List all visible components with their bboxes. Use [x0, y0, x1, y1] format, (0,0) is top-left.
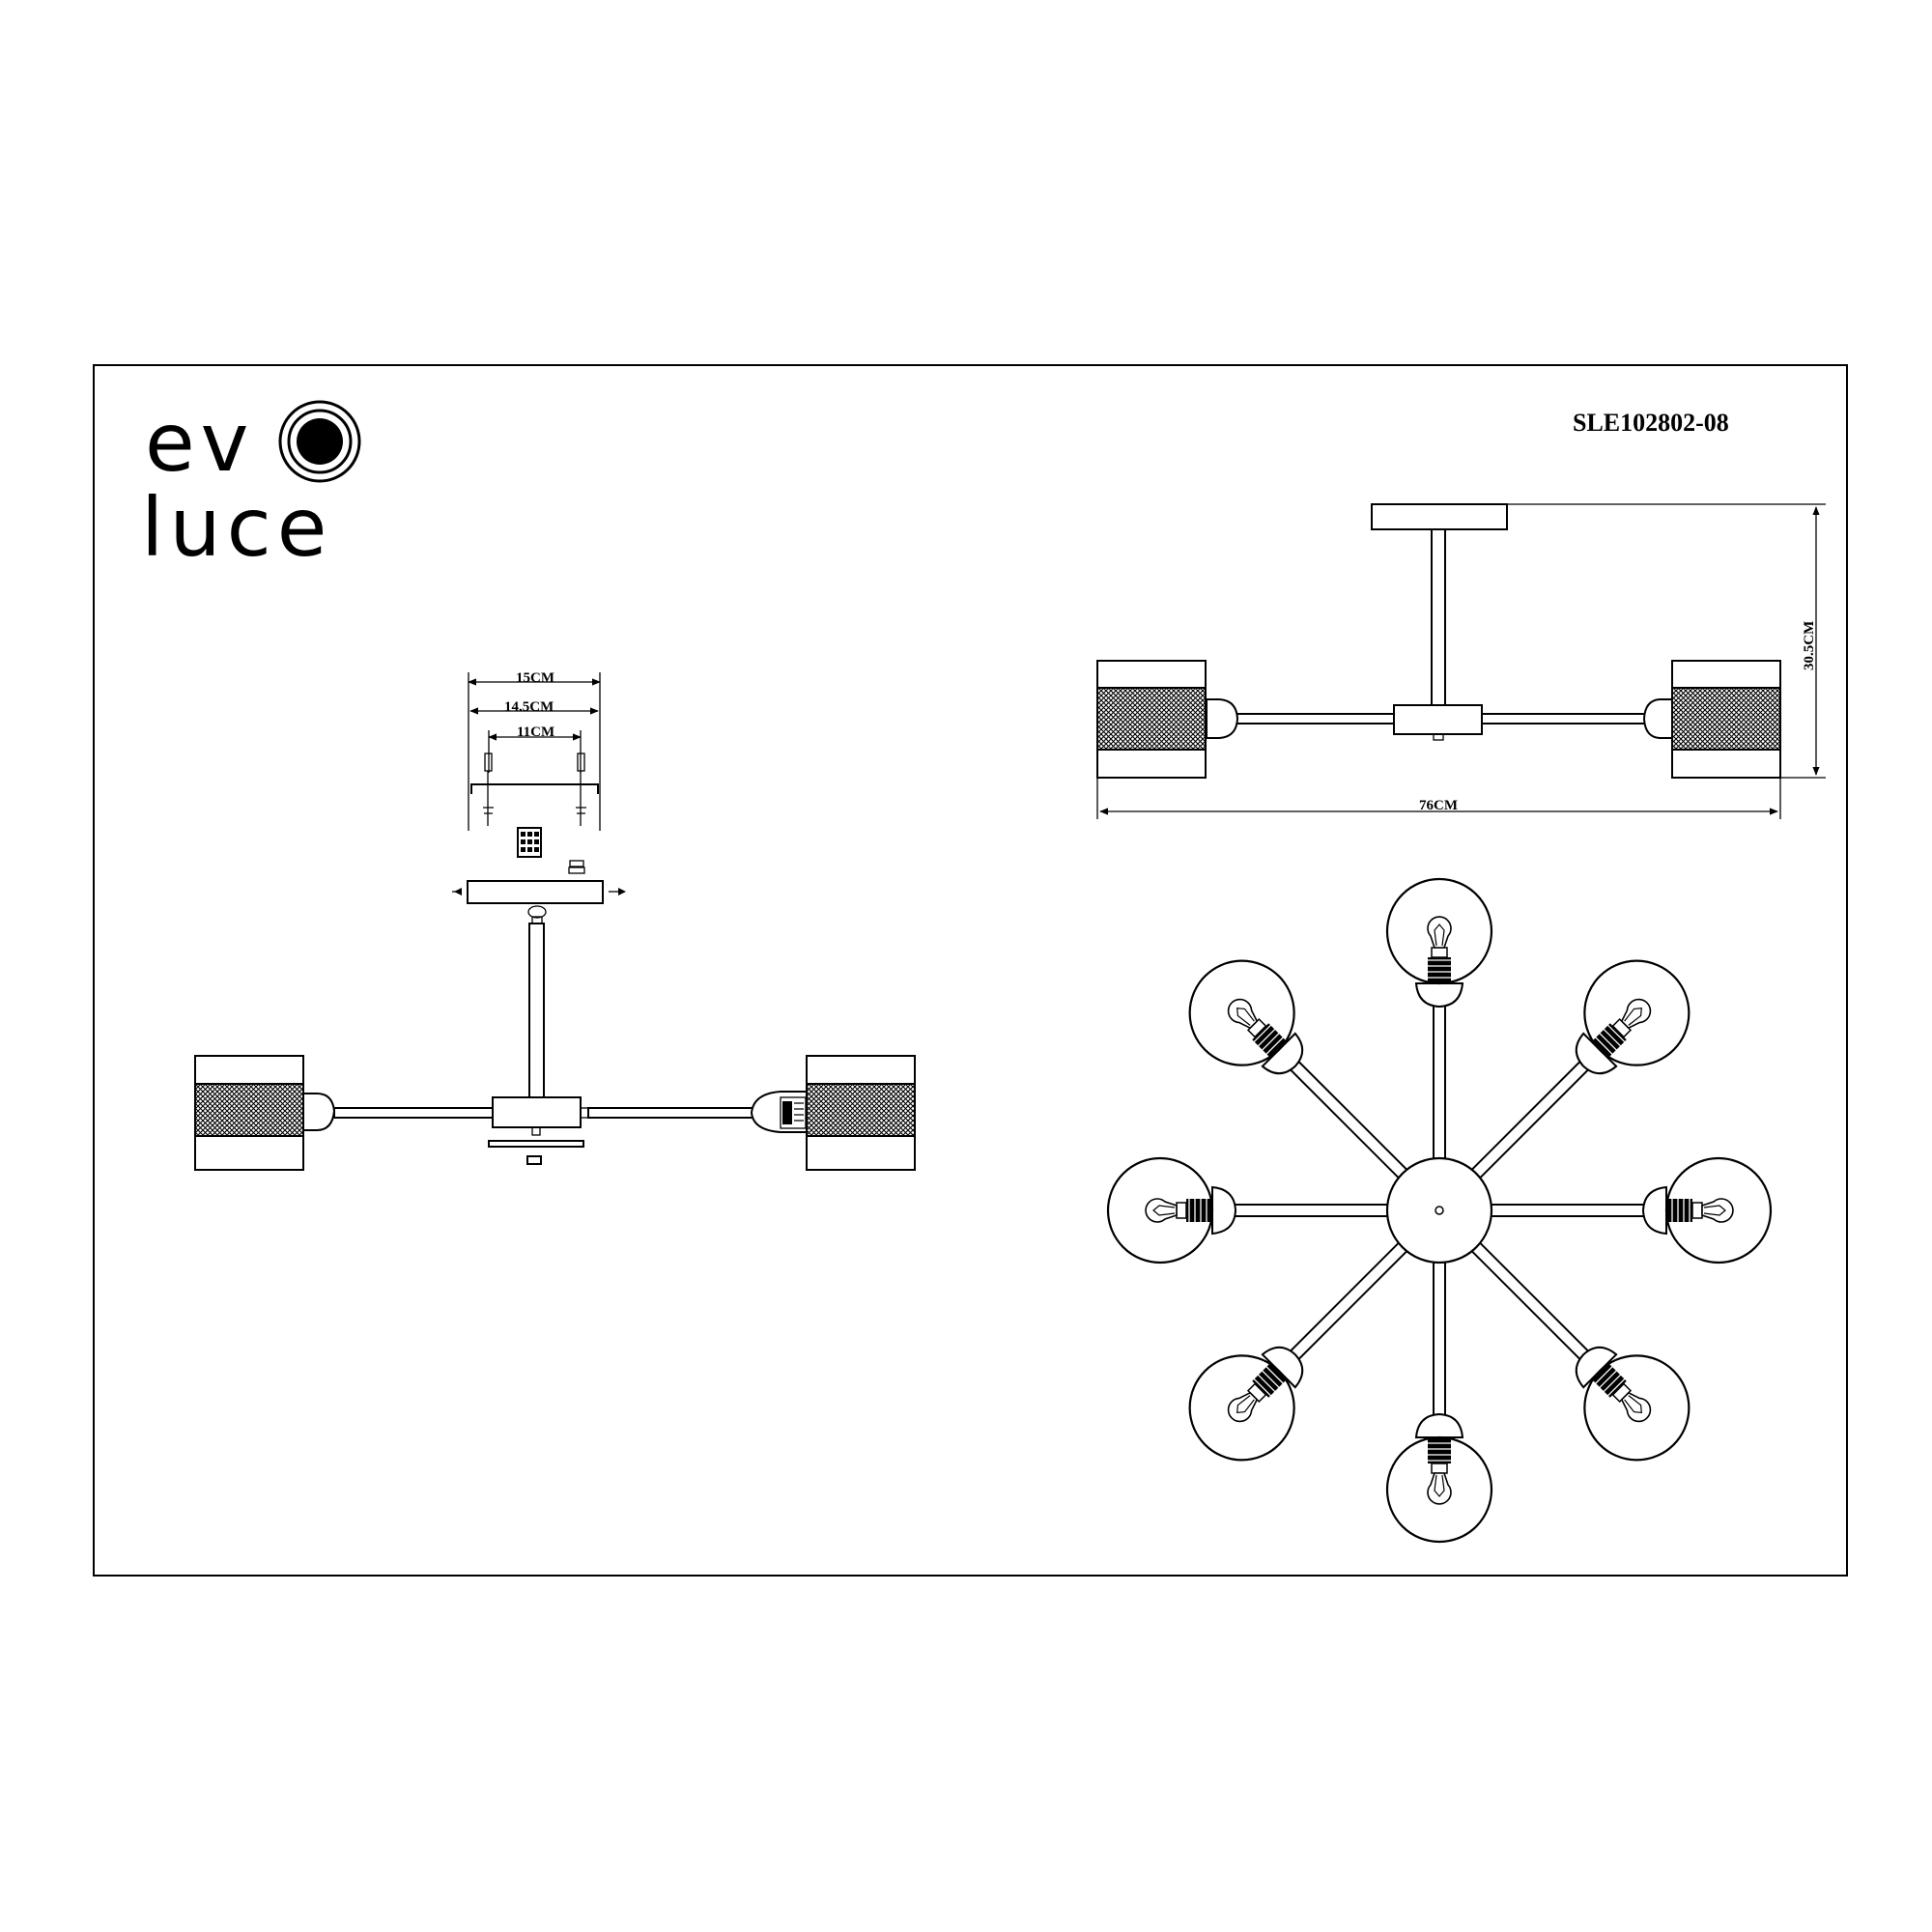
center-hub	[492, 1096, 582, 1128]
side-canopy	[1371, 503, 1508, 530]
plan-bulb-icon-7	[1145, 1198, 1178, 1223]
plan-bulb-icon-8	[1227, 998, 1259, 1030]
canopy	[467, 880, 604, 904]
plan-bulb-icon-1	[1427, 916, 1452, 949]
plan-socket-1	[1427, 947, 1452, 982]
plan-arm-1	[1385, 877, 1493, 1163]
right-shade	[806, 1055, 916, 1171]
plan-arm-3	[1487, 1156, 1773, 1264]
mounting-bracket	[470, 783, 599, 794]
brand-logo: ev luce	[141, 395, 361, 575]
side-rod	[1431, 528, 1446, 706]
screw-left	[483, 753, 494, 826]
plan-bulb-icon-6	[1227, 1391, 1259, 1423]
side-left-arm	[1236, 713, 1395, 724]
plan-bulb-icon-5	[1427, 1472, 1452, 1505]
down-rod	[528, 923, 545, 1098]
plan-arm-8	[1188, 959, 1411, 1182]
left-lamp-holder	[302, 1093, 336, 1131]
plan-arm-4	[1467, 1238, 1690, 1462]
brand-line-1: ev	[145, 395, 254, 490]
target-logo-icon	[278, 400, 361, 483]
left-arm	[333, 1107, 494, 1119]
assembled-side-view: 30.5CM 76CM	[1096, 503, 1826, 819]
plan-socket-8	[1246, 1017, 1287, 1058]
side-right-holder	[1642, 698, 1673, 739]
plan-bulb-icon-3	[1701, 1198, 1734, 1223]
dim-total-height: 30.5CM	[1802, 621, 1817, 670]
left-shade	[194, 1055, 304, 1171]
side-left-holder	[1206, 698, 1239, 739]
model-code: SLE102802-08	[1573, 409, 1729, 437]
plan-socket-4	[1592, 1363, 1633, 1404]
right-arm	[587, 1107, 753, 1119]
right-lamp-holder	[750, 1091, 808, 1133]
side-right-arm	[1481, 713, 1647, 724]
plan-arm-2	[1467, 959, 1690, 1182]
plan-arm-7	[1106, 1156, 1392, 1264]
dim-mount-outer: 15CM	[516, 670, 554, 686]
sheet-frame	[93, 364, 1848, 1577]
plan-socket-6	[1246, 1363, 1287, 1404]
plan-arm-6	[1188, 1238, 1411, 1462]
plan-socket-3	[1667, 1198, 1703, 1223]
brand-line-2: luce	[141, 480, 332, 575]
plan-bulb-icon-4	[1620, 1391, 1652, 1423]
dim-total-width: 76CM	[1419, 798, 1458, 813]
dim-mount-inner: 11CM	[517, 724, 554, 740]
side-hub	[1393, 704, 1483, 735]
small-nut	[568, 860, 585, 874]
plan-bulb-icon-2	[1620, 998, 1652, 1030]
screw-right	[576, 753, 586, 826]
side-right-shade	[1671, 660, 1781, 779]
dim-mount-middle: 14.5CM	[504, 699, 554, 715]
terminal-block	[517, 827, 542, 858]
plan-hub-center	[1435, 1206, 1444, 1215]
exploded-side-view: 15CM 14.5CM 11CM	[194, 670, 916, 1171]
plan-arm-5	[1385, 1258, 1493, 1544]
side-left-shade	[1096, 660, 1207, 779]
plan-socket-2	[1592, 1017, 1633, 1058]
plan-view	[1106, 877, 1773, 1544]
